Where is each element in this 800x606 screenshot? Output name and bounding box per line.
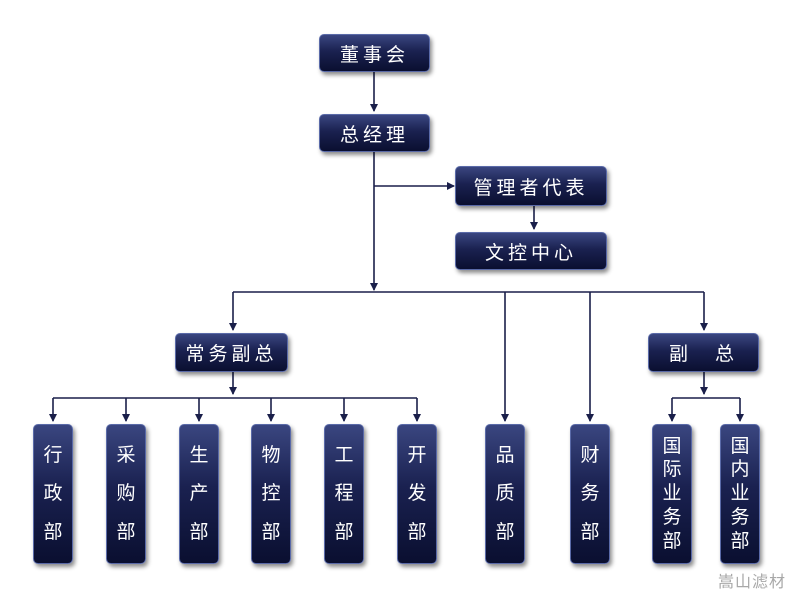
dept-material-control-char: 部 bbox=[261, 520, 281, 543]
dept-engineering-char: 部 bbox=[334, 520, 354, 543]
dept-international-sales: 国 际 业 务 部 bbox=[652, 424, 692, 564]
node-executive-vp-label: 常务副总 bbox=[185, 343, 278, 365]
node-management-representative: 管理者代表 bbox=[455, 166, 607, 206]
dept-production-char: 产 bbox=[189, 482, 209, 505]
dept-domestic-sales: 国 内 业 务 部 bbox=[720, 424, 760, 564]
node-board: 董事会 bbox=[319, 34, 430, 72]
dept-domestic-sales-char: 务 bbox=[730, 505, 750, 528]
dept-development-char: 部 bbox=[407, 520, 427, 543]
dept-purchasing: 采 购 部 bbox=[106, 424, 146, 564]
dept-finance-char: 务 bbox=[580, 482, 600, 505]
dept-engineering-char: 工 bbox=[334, 443, 354, 466]
dept-quality-char: 品 bbox=[495, 443, 515, 466]
dept-production-char: 部 bbox=[189, 520, 209, 543]
dept-admin-char: 政 bbox=[43, 482, 63, 505]
dept-quality: 品 质 部 bbox=[485, 424, 525, 564]
dept-quality-char: 部 bbox=[495, 520, 515, 543]
node-general-manager-label: 总经理 bbox=[339, 123, 409, 146]
dept-development-char: 开 bbox=[407, 443, 427, 466]
dept-purchasing-char: 购 bbox=[116, 482, 136, 505]
dept-domestic-sales-char: 内 bbox=[730, 458, 750, 481]
dept-international-sales-char: 际 bbox=[662, 458, 682, 481]
dept-domestic-sales-char: 国 bbox=[730, 434, 750, 457]
node-executive-vp: 常务副总 bbox=[175, 333, 288, 372]
dept-development: 开 发 部 bbox=[397, 424, 437, 564]
dept-material-control-char: 控 bbox=[261, 482, 281, 505]
node-vice-president: 副 总 bbox=[648, 333, 759, 372]
dept-international-sales-char: 务 bbox=[662, 505, 682, 528]
dept-admin: 行 政 部 bbox=[33, 424, 73, 564]
dept-engineering: 工 程 部 bbox=[324, 424, 364, 564]
dept-finance: 财 务 部 bbox=[570, 424, 610, 564]
dept-finance-char: 财 bbox=[580, 443, 600, 466]
node-vice-president-label: 副 总 bbox=[668, 343, 738, 365]
dept-domestic-sales-char: 部 bbox=[730, 529, 750, 552]
node-general-manager: 总经理 bbox=[319, 114, 430, 152]
dept-production-char: 生 bbox=[189, 443, 209, 466]
dept-international-sales-char: 国 bbox=[662, 434, 682, 457]
node-management-representative-label: 管理者代表 bbox=[473, 176, 589, 199]
node-document-center-label: 文控中心 bbox=[484, 241, 577, 264]
dept-quality-char: 质 bbox=[495, 482, 515, 505]
watermark-text: 嵩山滤材 bbox=[717, 572, 786, 591]
dept-material-control-char: 物 bbox=[261, 443, 281, 466]
dept-engineering-char: 程 bbox=[334, 482, 354, 505]
dept-material-control: 物 控 部 bbox=[251, 424, 291, 564]
dept-production: 生 产 部 bbox=[179, 424, 219, 564]
dept-development-char: 发 bbox=[407, 482, 427, 505]
dept-admin-char: 部 bbox=[43, 520, 63, 543]
dept-admin-char: 行 bbox=[43, 443, 63, 466]
dept-domestic-sales-char: 业 bbox=[730, 482, 750, 505]
dept-finance-char: 部 bbox=[580, 520, 600, 543]
dept-purchasing-char: 部 bbox=[116, 520, 136, 543]
dept-international-sales-char: 部 bbox=[662, 529, 682, 552]
dept-purchasing-char: 采 bbox=[116, 443, 136, 466]
node-document-center: 文控中心 bbox=[455, 232, 607, 270]
dept-international-sales-char: 业 bbox=[662, 482, 682, 505]
node-board-label: 董事会 bbox=[339, 43, 409, 66]
